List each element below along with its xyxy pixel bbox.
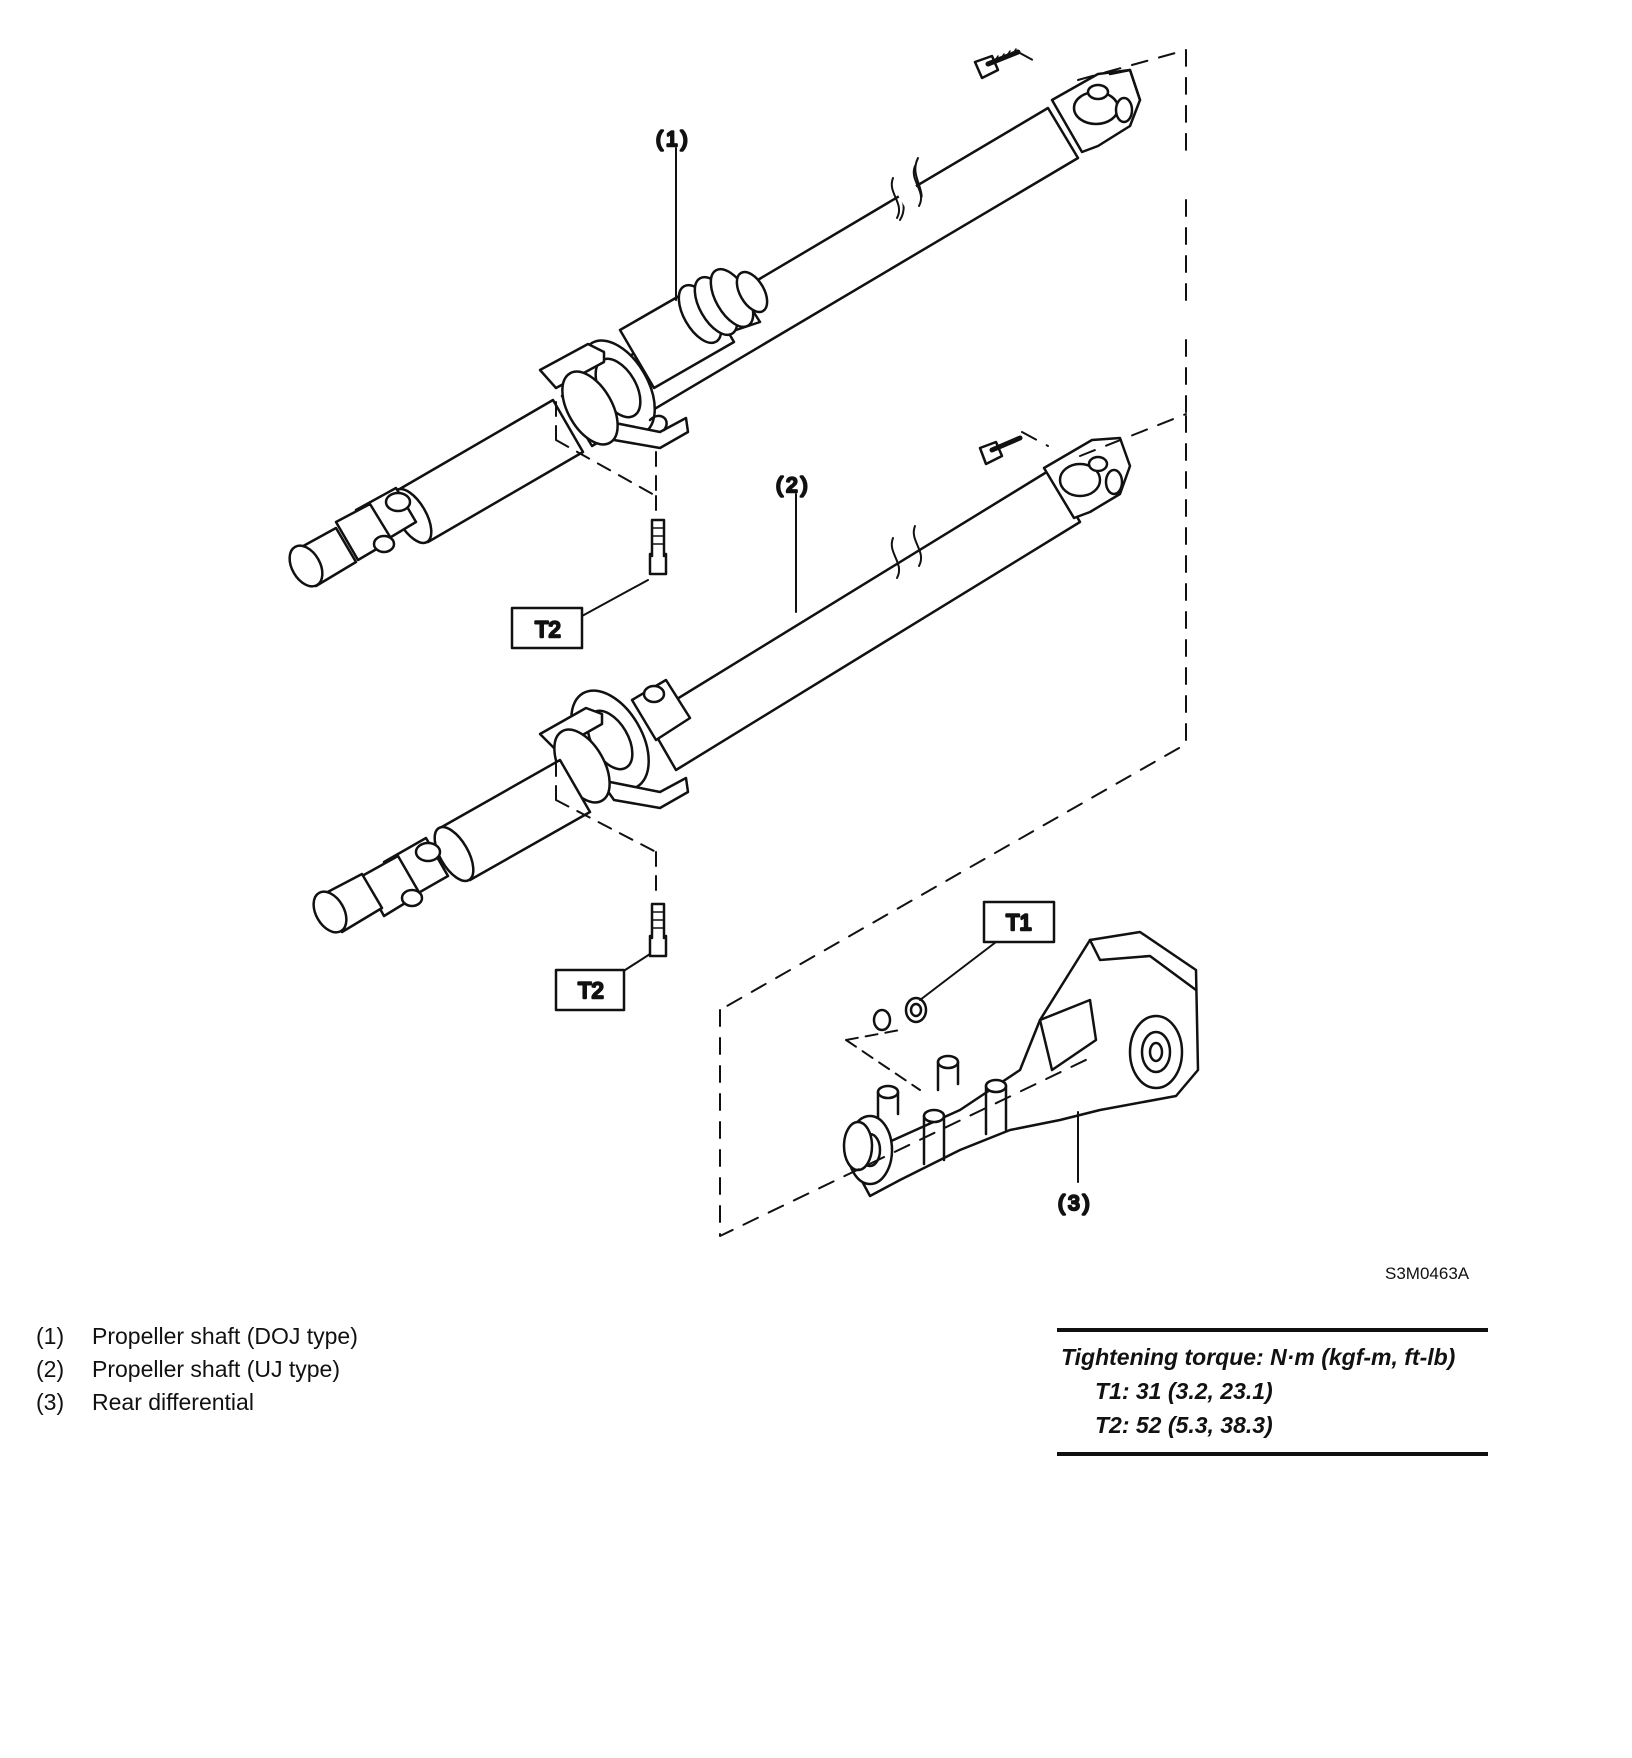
svg-text:T2: T2 [535, 617, 561, 642]
torque-row-t2: T2: 52 (5.3, 38.3) [1095, 1412, 1273, 1438]
callout-2: (2) [776, 474, 811, 497]
legend-text: Rear differential [92, 1389, 254, 1415]
torque-tag-t1: T1 [919, 900, 1056, 1001]
torque-tag-t2-upper: T2 [510, 579, 649, 650]
legend-item: (1) Propeller shaft (DOJ type) [36, 1320, 358, 1353]
tightening-torque-box: Tightening torque: N·m (kgf-m, ft-lb) T1… [1057, 1328, 1488, 1456]
legend-text: Propeller shaft (UJ type) [92, 1356, 340, 1382]
torque-title: Tightening torque: N·m (kgf-m, ft-lb) [1061, 1344, 1456, 1370]
legend-number: (3) [36, 1389, 65, 1415]
legend-text: Propeller shaft (DOJ type) [92, 1323, 358, 1349]
legend-number: (1) [36, 1323, 65, 1349]
torque-row-t1: T1: 31 (3.2, 23.1) [1095, 1378, 1273, 1404]
legend-item: (3) Rear differential [36, 1386, 358, 1419]
assembly-guide-lines [719, 49, 1187, 1237]
svg-text:T1: T1 [1006, 910, 1032, 935]
propeller-shaft-doj [288, 48, 1142, 588]
svg-text:T2: T2 [578, 978, 604, 1003]
legend-item: (2) Propeller shaft (UJ type) [36, 1353, 358, 1386]
propeller-shaft-uj [312, 435, 1132, 958]
torque-tag-t2-lower: T2 [554, 953, 651, 1012]
parts-legend: (1) Propeller shaft (DOJ type) (2) Prope… [36, 1320, 358, 1419]
rear-differential [842, 930, 1200, 1198]
legend-number: (2) [36, 1356, 65, 1382]
figure-id: S3M0463A [1385, 1264, 1470, 1283]
callout-1: (1) [656, 128, 691, 151]
callout-3: (3) [1058, 1192, 1093, 1215]
